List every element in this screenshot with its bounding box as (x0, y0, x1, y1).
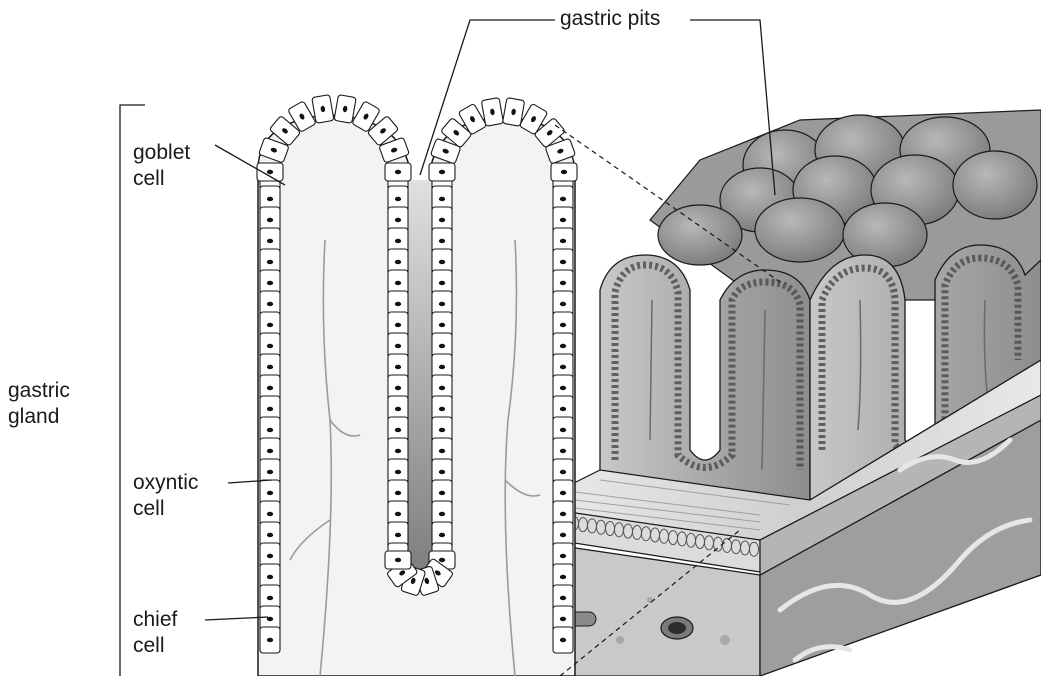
gastric-gland-line1: gastric (8, 378, 70, 404)
oxyntic-cell-line2: cell (133, 496, 198, 522)
gastric-gland-line2: gland (8, 404, 70, 430)
chief-cell-line1: chief (133, 607, 177, 633)
gastric-pits-text: gastric pits (560, 6, 660, 32)
goblet-cell-line2: cell (133, 166, 190, 192)
mucosa-front-face (600, 255, 810, 500)
label-goblet-cell: goblet cell (133, 140, 190, 192)
label-chief-cell: chief cell (133, 607, 177, 659)
goblet-cell-line1: goblet (133, 140, 190, 166)
label-gastric-gland: gastric gland (8, 378, 70, 430)
label-oxyntic-cell: oxyntic cell (133, 470, 198, 522)
gastric-gland-section (257, 95, 577, 676)
chief-cell-line2: cell (133, 633, 177, 659)
oxyntic-cell-line1: oxyntic (133, 470, 198, 496)
label-gastric-pits: gastric pits (560, 6, 660, 32)
mucosa-block (555, 110, 1041, 676)
